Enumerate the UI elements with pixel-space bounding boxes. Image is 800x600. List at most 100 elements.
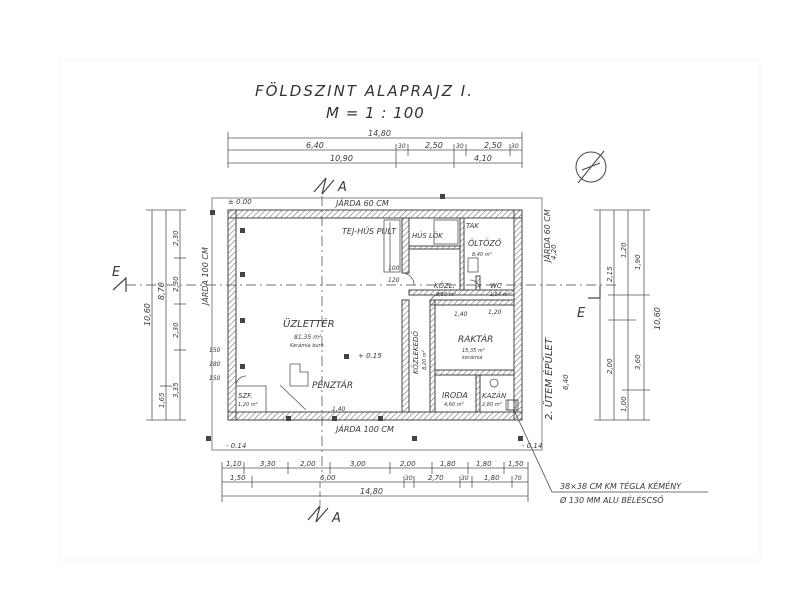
- scan-border: [59, 59, 761, 561]
- dim-top-1: 6,40: [306, 141, 324, 150]
- meat-room-label: HÚS LÖK: [412, 231, 444, 240]
- office-name: IRODA: [442, 391, 468, 400]
- inner-dim-3: 1,20: [488, 309, 502, 316]
- salesroom-area: 81,35 m²: [294, 334, 322, 341]
- boiler-area: 2,80 m²: [482, 402, 502, 408]
- hallway-area: 8,20 m²: [422, 350, 428, 370]
- inner-dim-2: 1,40: [332, 406, 346, 413]
- section-marker-top-icon: [313, 177, 335, 475]
- boiler-name: KAZÁN: [482, 391, 507, 400]
- dim-bottom-4: 3,00: [350, 460, 366, 468]
- sidewalk-left-label: JÁRDA 100 CM: [199, 247, 210, 307]
- closet-label: TAK: [466, 222, 480, 230]
- inner-dim-5: 180: [209, 361, 221, 368]
- dim-right-5: 1,20: [620, 242, 628, 258]
- wc-area: 1,54 m²: [490, 292, 510, 298]
- dim-top-8: 4,10: [474, 154, 492, 163]
- level-minus-left-mark: - 0.14: [226, 442, 246, 450]
- wc-name: WC: [490, 282, 502, 290]
- hallway-name: KÖZLEKEDŐ: [411, 331, 420, 374]
- dim-bottom-3: 2,00: [300, 460, 316, 468]
- dim-top-6: 30: [511, 143, 519, 150]
- dim-bottom-15: 70: [514, 475, 522, 482]
- corridor-name: KÖZL.: [434, 281, 455, 290]
- dim-bottom-10: 6,00: [320, 474, 336, 482]
- dim-top-4: 30: [456, 143, 464, 150]
- section-marker-right-icon: [588, 286, 601, 299]
- dim-right-8: 2,00: [606, 358, 614, 374]
- dim-top-7: 10,90: [330, 154, 353, 163]
- sidewalk-top-label: JÁRDA 60 CM: [334, 197, 389, 208]
- inner-dim-7: 100: [388, 265, 400, 272]
- level-zero-mark: ± 0.00: [228, 198, 252, 206]
- sidewalk-bottom-label: JÁRDA 100 CM: [334, 423, 394, 434]
- dim-bottom-9: 1,50: [230, 474, 246, 482]
- dim-right-6: 3,60: [634, 354, 642, 370]
- section-e-right-label: E: [577, 306, 586, 321]
- dim-bottom-7: 1,80: [476, 460, 492, 468]
- sidewalk-outline: [211, 197, 543, 451]
- salesroom-floor: Kerámia burk.: [290, 342, 325, 349]
- storeroom-name: SZF.: [238, 392, 253, 400]
- level-minus-right-mark: - 0.14: [522, 442, 542, 450]
- storage-name: RAKTÁR: [458, 333, 493, 345]
- section-e-left-label: E: [112, 265, 121, 280]
- section-a-bottom-label: A: [331, 511, 341, 526]
- storage-area: 15,35 m²: [462, 348, 485, 354]
- dim-right-4: 2,15: [606, 266, 614, 282]
- dim-right-3: 6,40: [562, 374, 570, 390]
- exterior-walls: [227, 209, 523, 421]
- dim-bottom-8: 1,50: [508, 460, 524, 468]
- dim-right-9: 1,90: [634, 254, 642, 270]
- top-dimensions: [227, 132, 523, 168]
- dim-left-7: 1,65: [158, 392, 166, 408]
- second-phase-label: 2. ÜTEM ÉPÜLET: [542, 337, 555, 420]
- storage-floor: kerámia: [462, 354, 482, 361]
- dim-bottom-1: 1,10: [226, 460, 242, 468]
- dim-top-5: 2,50: [484, 141, 502, 150]
- section-marker-left-icon: [112, 276, 620, 292]
- dim-top-3: 2,50: [425, 141, 443, 150]
- office-area: 4,60 m²: [444, 402, 464, 408]
- counter-label: TEJ-HÚS PULT: [342, 225, 397, 236]
- inner-dim-6: 150: [209, 375, 221, 382]
- dim-bottom-2: 3,30: [260, 460, 276, 468]
- dim-bottom-overall: 14,80: [360, 487, 383, 496]
- chimney-leader: [507, 399, 708, 493]
- inner-dim-1: 1,40: [454, 311, 468, 318]
- dim-left-1: 10,60: [143, 303, 152, 326]
- storeroom-area: 1,20 m²: [238, 402, 258, 408]
- chimney-note-line2: Ø 130 MM ALU BÉLÉSCSŐ: [559, 494, 664, 505]
- dim-bottom-6: 1,80: [440, 460, 456, 468]
- inner-dim-4: 150: [209, 347, 221, 354]
- interior-fixtures: [235, 219, 517, 413]
- dim-bottom-11: 30: [405, 475, 413, 482]
- interior-walls: [401, 217, 515, 413]
- sidewalk-right-label: JÁRDA 60 CM: [541, 209, 552, 264]
- column-markers: [206, 194, 523, 441]
- dim-right-7: 1,00: [620, 396, 628, 412]
- dim-bottom-5: 2,00: [400, 460, 416, 468]
- section-a-top-label: A: [337, 180, 347, 195]
- dim-bottom-12: 2,70: [428, 474, 444, 482]
- corridor-area: 3,50 m²: [436, 292, 456, 298]
- level-plus-mark: + 0.15: [358, 352, 382, 360]
- dim-left-2: 8,70: [157, 282, 166, 300]
- dim-top-2: 30: [398, 143, 406, 150]
- inner-dim-8: 120: [388, 277, 400, 284]
- dim-bottom-13: 30: [461, 475, 469, 482]
- dim-left-3: 2,30: [172, 230, 180, 246]
- bottom-dimensions: [221, 462, 529, 502]
- dim-right-1: 10,60: [653, 307, 662, 330]
- dim-left-4: 2,30: [172, 276, 180, 292]
- dim-right-2: 4,20: [550, 244, 558, 260]
- chimney-note-line1: 38×38 CM KM TÉGLA KÉMÉNY: [560, 480, 682, 491]
- drawing-title: FÖLDSZINT ALAPRAJZ I.: [255, 82, 474, 100]
- drawing-scale: M = 1 : 100: [326, 104, 425, 122]
- changing-room-name: ÖLTÖZŐ: [468, 238, 502, 248]
- north-arrow-icon: [575, 150, 607, 184]
- cashier-label: PÉNZTÁR: [312, 379, 353, 391]
- dim-top-overall: 14,80: [368, 129, 391, 138]
- doors: [235, 272, 481, 387]
